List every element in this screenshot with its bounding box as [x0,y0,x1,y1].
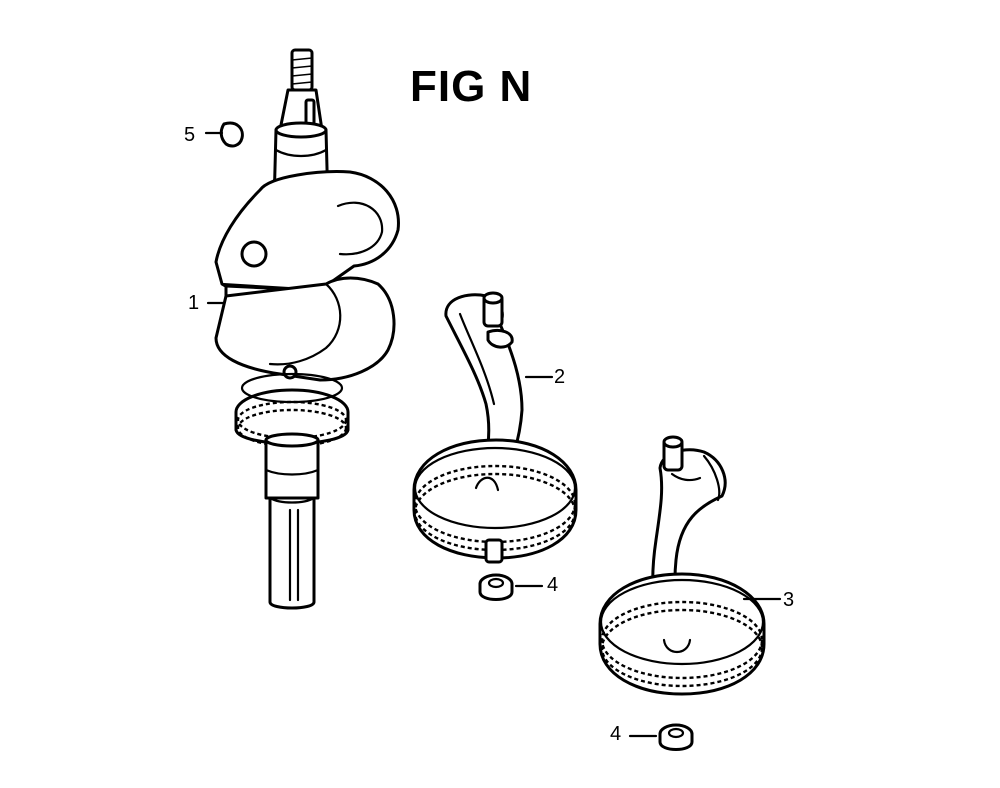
callout-4-lower: 4 [610,723,622,745]
part-5-key [204,121,244,148]
part-4-washer-lower [628,723,694,751]
callout-4-upper: 4 [547,574,559,596]
callout-5: 5 [184,124,196,146]
figure-title: FIG N [410,62,533,111]
callout-3: 3 [783,589,795,611]
part-4-washer-upper [478,573,544,601]
part-2-balancer [412,291,578,564]
callout-2: 2 [554,366,566,388]
part-3-balancer [598,435,782,696]
callout-1: 1 [188,292,200,314]
part-1-crankshaft [206,48,400,610]
